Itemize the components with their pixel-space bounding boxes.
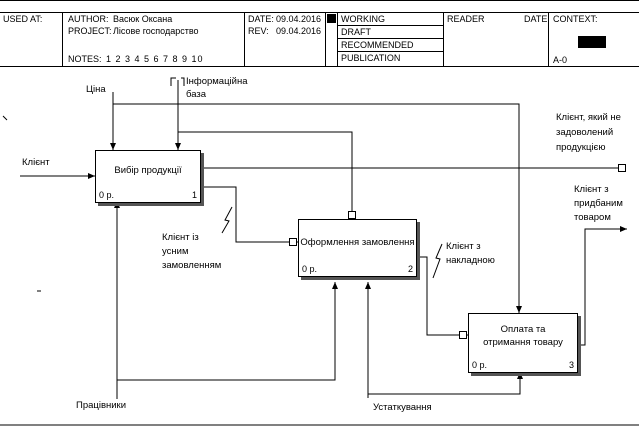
header-top-border: [0, 0, 639, 1]
status-publication: PUBLICATION: [341, 53, 401, 63]
margin-tick: [2, 115, 8, 121]
tunnel-mark: [181, 77, 185, 86]
label-unsatisfied-line3: продукцією: [556, 142, 606, 153]
label-oral-order-line2: усним: [162, 246, 189, 257]
status-row-divider: [337, 51, 443, 52]
box-3-number: 3: [568, 360, 574, 370]
date-label: DATE:: [248, 14, 274, 24]
label-squiggle: [221, 206, 233, 234]
author-label: AUTHOR:: [68, 14, 109, 24]
box-3-title-line2: отримання товару: [483, 337, 563, 348]
box-1-cost: 0 р.: [99, 190, 115, 200]
label-invoice-line2: накладною: [446, 255, 495, 266]
status-row-divider: [337, 38, 443, 39]
arrow-equipment-branch: [368, 372, 523, 395]
status-recommended: RECOMMENDED: [341, 40, 414, 50]
arrow-infobase-branch-2: [113, 103, 522, 313]
reader-label: READER: [447, 14, 485, 24]
label-unsatisfied-line1: Клієнт, який не: [556, 112, 621, 123]
arrow-infobase-branch: [178, 131, 355, 219]
notes-label: NOTES:: [68, 54, 102, 64]
label-infobase-line2: база: [186, 89, 207, 100]
header-divider: [244, 12, 245, 66]
box-2-cost: 0 р.: [302, 264, 318, 274]
rev-value: 09.04.2016: [276, 26, 322, 36]
status-row-divider: [337, 25, 443, 26]
label-equipment: Устаткування: [373, 402, 432, 413]
project-label: PROJECT:: [68, 26, 112, 36]
label-price: Ціна: [86, 84, 106, 95]
label-with-product-line2: придбаним: [574, 198, 623, 209]
box-3-cost: 0 р.: [472, 360, 488, 370]
working-status-marker: [327, 14, 336, 23]
tunnel-mark: [170, 77, 176, 86]
used-at-label: USED AT:: [3, 14, 43, 24]
output-port-marker: [618, 164, 626, 172]
arrow-invoice: [415, 256, 468, 338]
box-2-number: 2: [407, 264, 413, 274]
status-working: WORKING: [341, 14, 385, 24]
arrow-workers-branch: [117, 282, 338, 381]
input-port-marker: [289, 238, 297, 246]
header-divider: [325, 12, 326, 66]
label-oral-order-line1: Клієнт із: [162, 232, 199, 243]
header-divider: [62, 12, 63, 66]
reader-date-label: DATE: [524, 14, 548, 24]
notes-value: 1 2 3 4 5 6 7 8 9 10: [106, 54, 204, 64]
author-value: Васюк Оксана: [113, 14, 173, 24]
control-port-marker: [348, 211, 356, 219]
box-1-number: 1: [191, 190, 197, 200]
activity-box-2[interactable]: Оформлення замовлення 0 р. 2: [298, 219, 417, 277]
label-oral-order-line3: замовленням: [162, 260, 222, 271]
header-divider: [337, 12, 338, 66]
label-infobase-line1: Інформаційна: [186, 76, 248, 87]
date-value: 09.04.2016: [276, 14, 322, 24]
box-2-title: Оформлення замовлення: [300, 237, 415, 248]
label-client: Клієнт: [22, 157, 50, 168]
header-divider: [548, 12, 549, 66]
context-label: CONTEXT:: [553, 14, 598, 24]
label-unsatisfied-line2: задоволений: [556, 127, 614, 138]
activity-box-1[interactable]: Вибір продукції 0 р. 1: [95, 150, 201, 203]
header-bottom-border: [0, 66, 639, 67]
label-with-product-line1: Клієнт з: [574, 184, 609, 195]
node-id: A-0: [553, 55, 568, 65]
status-draft: DRAFT: [341, 27, 371, 37]
label-with-product-line3: товаром: [574, 212, 611, 223]
arrow-oral-order: [199, 186, 298, 245]
box-3-title-line1: Оплата та: [500, 324, 546, 335]
rev-label: REV:: [248, 26, 269, 36]
label-invoice-line1: Клієнт з: [446, 241, 481, 252]
project-value: Лісове господарство: [113, 26, 199, 36]
header-row-line: [0, 12, 639, 13]
label-squiggle: [432, 243, 443, 279]
label-workers: Працівники: [76, 400, 127, 411]
box-1-title: Вибір продукції: [114, 165, 182, 176]
input-port-marker: [459, 331, 467, 339]
idef0-header: USED AT: AUTHOR: Васюк Оксана PROJECT: Л…: [0, 0, 639, 70]
activity-box-3[interactable]: Оплата та отримання товару 0 р. 3: [468, 313, 578, 373]
header-divider: [443, 12, 444, 66]
context-thumbnail: [578, 36, 606, 48]
arrow-with-product: [576, 226, 627, 346]
